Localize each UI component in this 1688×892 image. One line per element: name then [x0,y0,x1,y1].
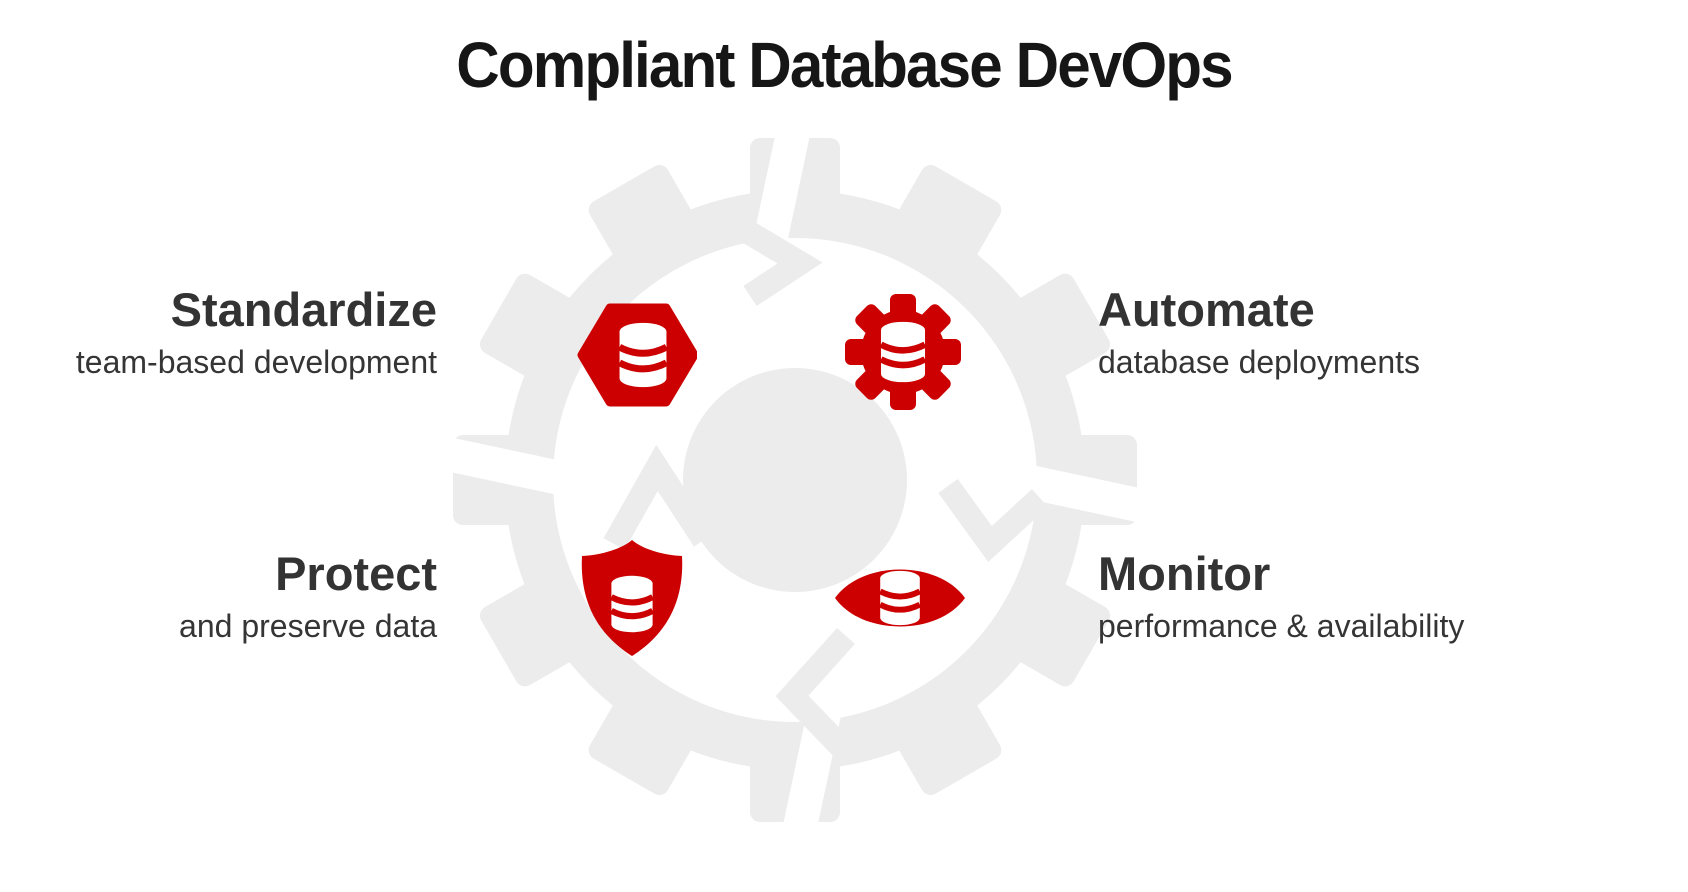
quadrant-subheading: performance & availability [1098,607,1465,644]
quadrant-subheading: team-based development [75,343,437,380]
chevron-top-icon [741,221,823,307]
quadrant-subheading: database deployments [1098,343,1420,380]
shield-database-icon [581,540,683,656]
protect-label: Protect and preserve data [179,548,437,646]
chevron-bottom-icon [775,627,857,763]
quadrant-heading: Standardize [170,283,437,336]
quadrant-heading: Monitor [1098,547,1271,600]
chevron-right-icon [938,478,1049,562]
flow-chevrons [603,221,1049,763]
quadrant-subheading: and preserve data [179,607,437,644]
page-title: Compliant Database DevOps [456,29,1233,101]
chevron-left-icon [603,444,715,550]
quadrant-heading: Protect [275,547,437,600]
hexagon-database-icon [577,303,697,407]
monitor-label: Monitor performance & availability [1098,548,1464,646]
center-hub [683,368,907,592]
automate-label: Automate database deployments [1098,284,1420,382]
eye-database-icon [835,552,965,644]
quadrant-heading: Automate [1098,283,1315,336]
gear-database-icon [845,294,961,410]
standardize-label: Standardize team-based development [76,284,437,382]
